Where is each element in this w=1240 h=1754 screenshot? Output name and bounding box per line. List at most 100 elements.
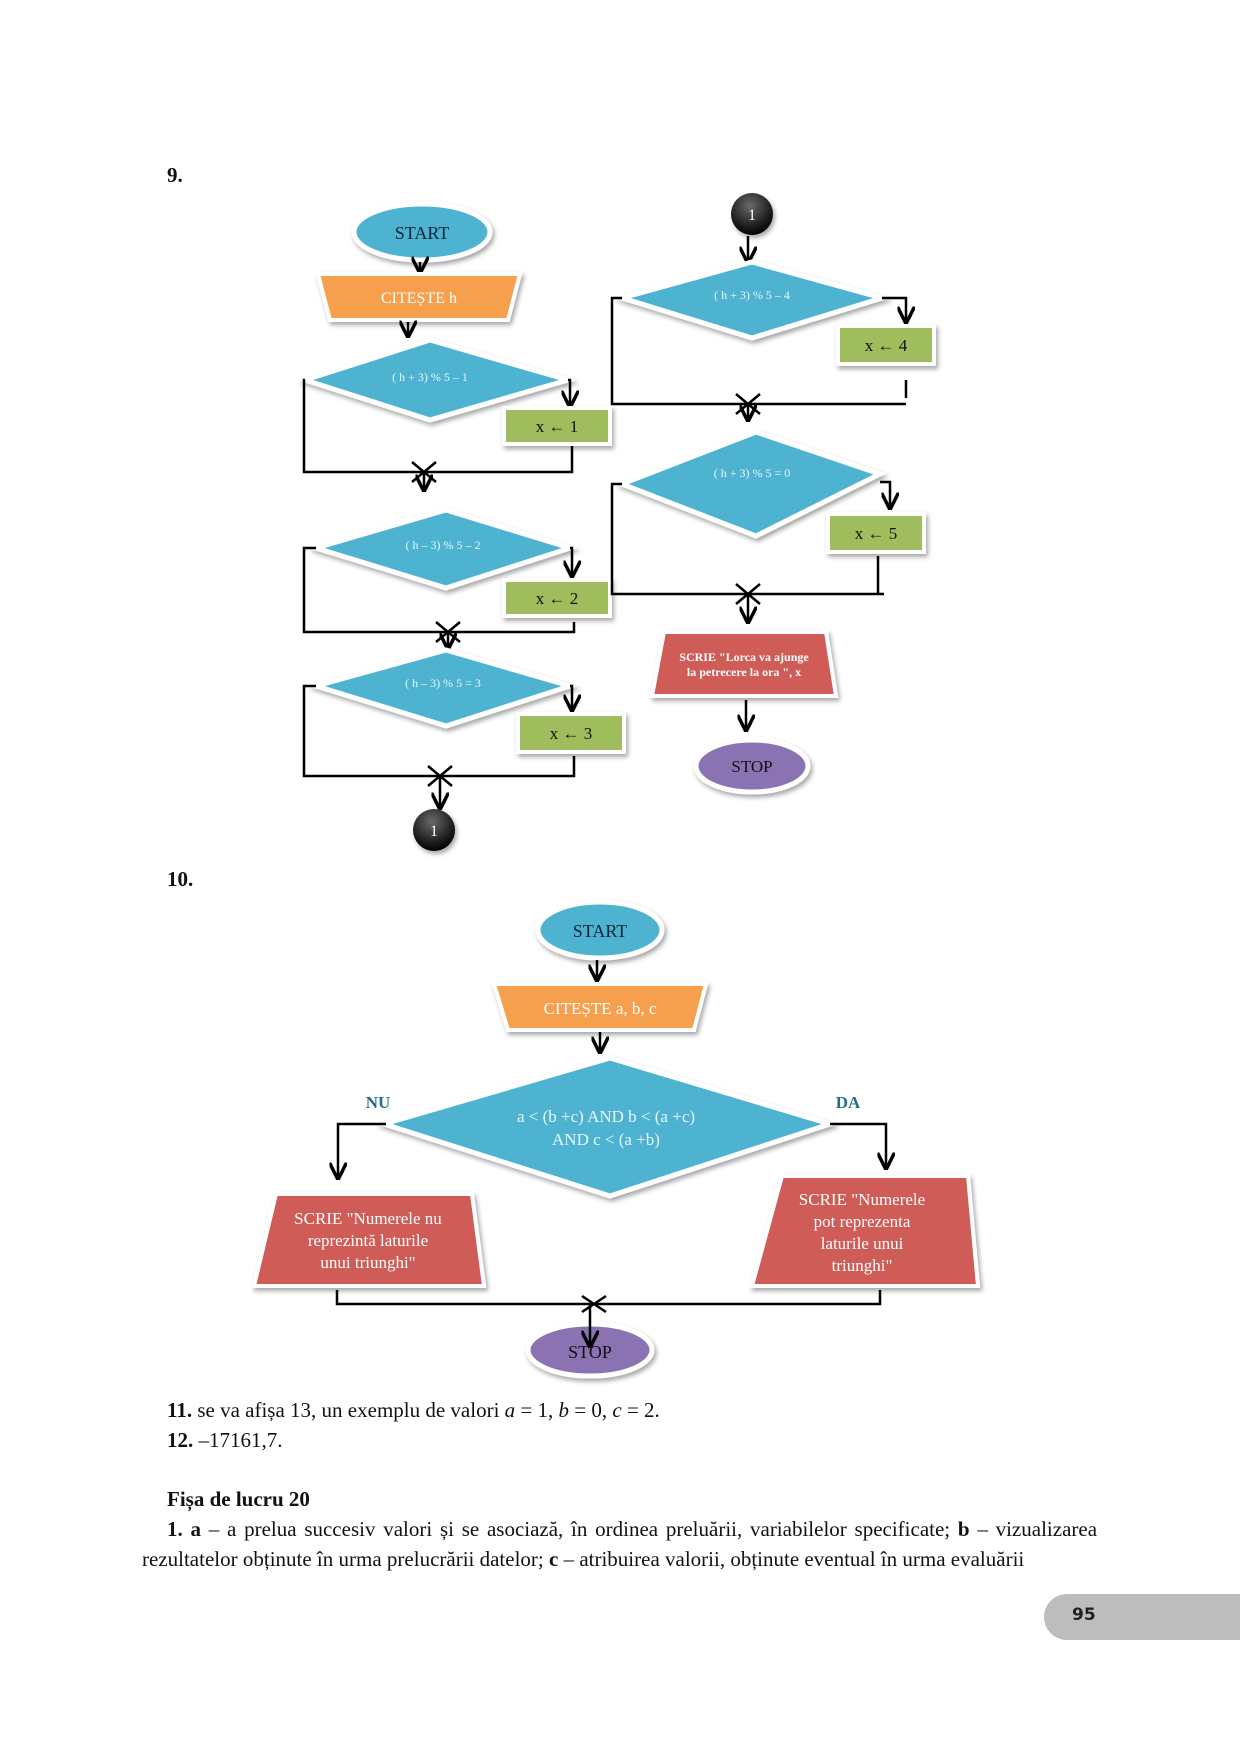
exercise-number-10: 10. <box>167 867 194 891</box>
answer-11-number: 11. <box>167 1398 193 1422</box>
write-no-line-3: unui triunghi" <box>320 1253 415 1272</box>
merge-arrows <box>435 621 461 643</box>
item-a-text: – a prelua succesiv valori și se asociaz… <box>201 1517 958 1541</box>
var-a: a <box>504 1398 516 1422</box>
read-input-block: CITEȘTE h <box>315 272 523 322</box>
connector-label: 1 <box>430 823 438 840</box>
write-line-1: SCRIE "Lorca va ajunge <box>679 650 809 664</box>
assign-x-1: x ← 1 <box>502 406 612 446</box>
arrow <box>570 684 572 710</box>
answer-11-text: se va afișa 13, un exemplu de valori <box>192 1398 505 1422</box>
merge-arrows <box>581 1294 607 1314</box>
assign-x-4: x ← 4 <box>836 324 936 366</box>
decision-4: ( h + 3) % 5 – 4 <box>613 259 891 341</box>
read-label: CITEȘTE a, b, c <box>544 999 657 1018</box>
stop-label: STOP <box>731 757 772 776</box>
decision-triangle-condition: a < (b +c) AND b < (a +c) AND c < (a +b) <box>375 1055 839 1199</box>
decision-5-label: ( h + 3) % 5 = 0 <box>714 466 791 480</box>
read-label: CITEȘTE h <box>381 290 457 307</box>
off-page-connector-in: 1 <box>731 193 773 235</box>
var-c: c <box>612 1398 622 1422</box>
connector-line <box>302 684 576 778</box>
flowchart-9-right: 1 ( h + 3) % 5 – 4 x ← 4 ( h + 3) % 5 = … <box>610 193 936 795</box>
yes-branch-arrow <box>830 1122 886 1168</box>
var-b: b <box>558 1398 570 1422</box>
arrow <box>882 296 906 322</box>
write-is-triangle-block: SCRIE "Numerele pot reprezenta laturile … <box>749 1174 981 1288</box>
connector-label: 1 <box>748 207 756 224</box>
item-c-label: c <box>549 1547 559 1571</box>
merge-arrows <box>735 583 761 605</box>
off-page-connector-out: 1 <box>413 809 455 851</box>
condition-line-1: a < (b +c) AND b < (a +c) <box>517 1107 695 1126</box>
write-no-line-2: reprezintă laturile <box>308 1231 428 1250</box>
assign-5-label: x ← 5 <box>855 524 898 543</box>
write-yes-line-2: pot reprezenta <box>814 1212 911 1231</box>
assign-1-label: x ← 1 <box>536 417 579 436</box>
write-yes-line-1: SCRIE "Numerele <box>799 1190 925 1209</box>
start-label: START <box>573 921 627 941</box>
item-b-label: b <box>957 1517 970 1541</box>
worksheet-item-1: 1. a – a prelua succesiv valori și se as… <box>142 1514 1097 1574</box>
merge-arrows <box>735 393 761 415</box>
arrow <box>880 480 890 508</box>
answer-12-number: 12. <box>167 1428 194 1452</box>
decision-1: ( h + 3) % 5 – 1 <box>296 337 577 423</box>
assign-2-label: x ← 2 <box>536 589 579 608</box>
answer-11: 11. se va afișa 13, un exemplu de valori… <box>167 1395 660 1425</box>
write-line-2: la petrecere la ora ", x <box>687 665 801 679</box>
no-branch-arrow <box>338 1122 386 1178</box>
val-a: = 1, <box>515 1398 559 1422</box>
answer-12-text: –17161,7. <box>193 1428 283 1452</box>
val-c: = 2. <box>621 1398 660 1422</box>
decision-3: ( h – 3) % 5 = 3 <box>307 647 579 729</box>
item-c-text: – atribuirea valorii, obținute eventual … <box>558 1547 1025 1571</box>
assign-x-5: x ← 5 <box>826 512 926 554</box>
exercise-number-9: 9. <box>167 163 183 187</box>
stop-terminal: STOP <box>693 737 811 795</box>
stop-label: STOP <box>568 1342 612 1362</box>
yes-branch-label: DA <box>836 1093 861 1112</box>
write-output-block: SCRIE "Lorca va ajunge la petrecere la o… <box>649 630 839 698</box>
no-branch-label: NU <box>366 1093 391 1112</box>
start-terminal: START <box>535 899 665 961</box>
item-b-text: – vizualizarea rezultatelor obținute în … <box>142 1517 1098 1571</box>
decision-2: ( h – 3) % 5 – 2 <box>307 507 579 591</box>
merge-line <box>335 1290 882 1306</box>
decision-2-label: ( h – 3) % 5 – 2 <box>406 538 481 552</box>
worksheet-title: Fișa de lucru 20 <box>167 1487 310 1511</box>
answer-12: 12. –17161,7. <box>167 1425 283 1455</box>
page-number: 95 <box>1072 1605 1096 1625</box>
merge-arrows <box>411 461 437 483</box>
assign-3-label: x ← 3 <box>550 724 593 743</box>
page-number-tab <box>1044 1594 1240 1640</box>
arrow <box>570 546 572 576</box>
decision-3-label: ( h – 3) % 5 = 3 <box>405 676 481 690</box>
flowchart-9-left: START CITEȘTE h ( h + 3) % 5 – 1 x ← 1 <box>296 201 626 851</box>
write-no-line-1: SCRIE "Numerele nu <box>294 1209 442 1228</box>
assign-x-3: x ← 3 <box>516 712 626 754</box>
connector-line <box>302 546 576 634</box>
decision-4-label: ( h + 3) % 5 – 4 <box>714 288 790 302</box>
decision-5: ( h + 3) % 5 = 0 <box>615 429 887 539</box>
write-not-triangle-block: SCRIE "Numerele nu reprezintă laturile u… <box>251 1192 487 1288</box>
connector-line <box>302 378 574 474</box>
arrow <box>568 378 570 406</box>
merge-arrows <box>427 765 453 787</box>
item-a-label: a <box>190 1517 202 1541</box>
write-yes-line-4: triunghi" <box>832 1256 893 1275</box>
decision-1-label: ( h + 3) % 5 – 1 <box>392 370 468 384</box>
start-terminal: START <box>351 201 493 263</box>
read-input-block: CITEȘTE a, b, c <box>491 982 709 1032</box>
connector-line <box>610 296 906 406</box>
start-label: START <box>395 223 449 243</box>
val-b: = 0, <box>569 1398 613 1422</box>
flowchart-10: START CITEȘTE a, b, c a < (b +c) AND b <… <box>251 899 981 1379</box>
assign-x-2: x ← 2 <box>502 578 612 618</box>
assign-4-label: x ← 4 <box>865 336 908 355</box>
item-number: 1. <box>167 1517 183 1541</box>
condition-line-2: AND c < (a +b) <box>552 1130 660 1149</box>
write-yes-line-3: laturile unui <box>821 1234 904 1253</box>
